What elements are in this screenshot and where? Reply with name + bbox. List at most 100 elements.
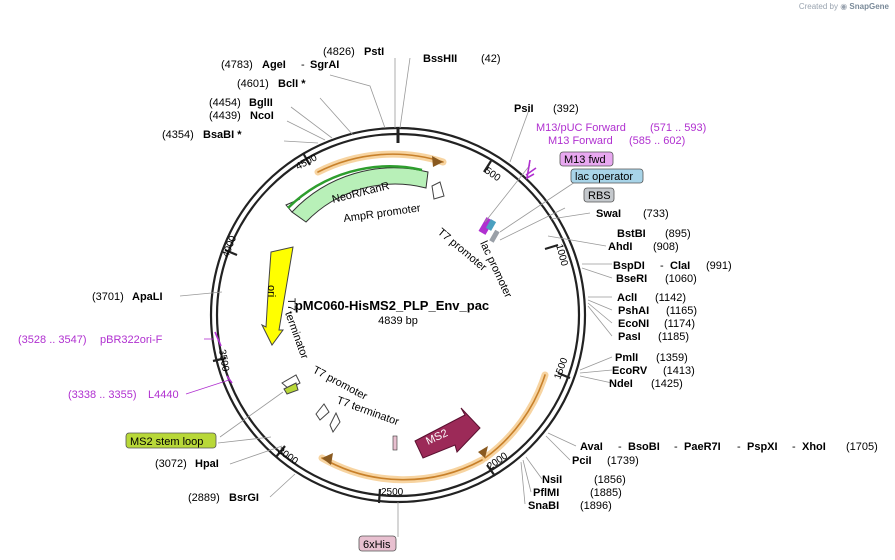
site-coord: (1185) bbox=[658, 331, 689, 343]
site-name: NsiI bbox=[542, 474, 562, 486]
site-coord: (1885) bbox=[590, 487, 622, 499]
primer-name: L4440 bbox=[148, 389, 179, 401]
primer-range: (585 .. 602) bbox=[629, 135, 685, 147]
primer-name: M13/pUC Forward bbox=[536, 122, 626, 134]
site-coord: (1425) bbox=[651, 378, 683, 390]
site-name: PaeR7I bbox=[684, 441, 721, 453]
ori-feature[interactable]: ori bbox=[260, 246, 294, 346]
site-name: NdeI bbox=[609, 378, 633, 390]
site-name: ClaI bbox=[670, 260, 690, 272]
site-name: BsaBI * bbox=[203, 129, 242, 141]
site-name: BsrGI bbox=[229, 492, 259, 504]
site-name: BstBI bbox=[617, 228, 646, 240]
site-sep: - bbox=[618, 441, 622, 453]
site-coord: (733) bbox=[643, 208, 669, 220]
site-coord: (4354) bbox=[162, 129, 194, 141]
site-sep: - bbox=[737, 441, 741, 453]
credit-prefix: Created by bbox=[798, 2, 838, 11]
site-name: EcoNI bbox=[618, 318, 649, 330]
site-coord: (1142) bbox=[655, 292, 686, 304]
site-coord: (42) bbox=[481, 53, 501, 65]
site-name: PshAI bbox=[618, 305, 649, 317]
tick-label-1000: 1000 bbox=[553, 243, 569, 268]
ori-label: ori bbox=[265, 285, 277, 297]
site-coord: (1359) bbox=[656, 352, 688, 364]
site-coord: (4439) bbox=[209, 110, 241, 122]
site-coord: (392) bbox=[553, 103, 579, 115]
site-name: AclI bbox=[617, 292, 637, 304]
site-name: PciI bbox=[572, 455, 592, 467]
boxed-labels: M13 fwd lac operator RBS MS2 stem loop 6… bbox=[125, 151, 644, 552]
orf-arrowhead-top bbox=[432, 156, 443, 167]
site-sep: - bbox=[674, 441, 678, 453]
site-coord: (2889) bbox=[188, 492, 220, 504]
site-coord: (895) bbox=[665, 228, 691, 240]
site-coord: (3701) bbox=[92, 291, 124, 303]
primer-range: (571 .. 593) bbox=[650, 122, 706, 134]
sites-right: BssHII (42) PsiI (392) SwaI (733) BstBI … bbox=[423, 53, 878, 512]
primer-range: (3338 .. 3355) bbox=[68, 389, 137, 401]
primer-name: pBR322ori-F bbox=[100, 334, 163, 346]
site-coord: (4826) bbox=[323, 46, 355, 58]
site-name: PstI bbox=[364, 46, 384, 58]
credit-brand: SnapGene bbox=[849, 2, 889, 11]
site-name: BssHII bbox=[423, 53, 457, 65]
tick-label-3500: 3500 bbox=[216, 349, 231, 373]
site-name: BglII bbox=[249, 97, 273, 109]
site-coord: (1174) bbox=[664, 318, 695, 330]
site-coord: (908) bbox=[653, 241, 679, 253]
site-coord: (1856) bbox=[594, 474, 626, 486]
plasmid-name: pMC060-HisMS2_PLP_Env_pac bbox=[295, 298, 489, 313]
site-name: SgrAI bbox=[310, 59, 339, 71]
site-coord: (1896) bbox=[580, 500, 612, 512]
leader-lines bbox=[179, 57, 613, 537]
t7-left-label: T7 bbox=[285, 298, 297, 311]
ms2-stem-loop-box-label: MS2 stem loop bbox=[130, 436, 203, 448]
terminator-left-label: terminator bbox=[282, 310, 310, 361]
site-coord: (1165) bbox=[666, 305, 697, 317]
plasmid-size: 4839 bp bbox=[378, 315, 418, 327]
site-name: EcoRV bbox=[612, 365, 648, 377]
site-name: PflMI bbox=[533, 487, 559, 499]
site-name: PsiI bbox=[514, 103, 534, 115]
ampr-promoter-label: AmpR promoter bbox=[343, 202, 422, 225]
site-name: SnaBI bbox=[528, 500, 559, 512]
site-name: HpaI bbox=[195, 458, 219, 470]
site-name: XhoI bbox=[802, 441, 826, 453]
site-coord: (4783) bbox=[221, 59, 253, 71]
site-name: PspXI bbox=[747, 441, 778, 453]
site-name: AgeI bbox=[262, 59, 286, 71]
snapgene-logo-icon: ◉ bbox=[840, 2, 848, 11]
site-sep: - bbox=[301, 59, 305, 71]
site-coord: (1739) bbox=[607, 455, 639, 467]
ms2-feature[interactable]: MS2 bbox=[414, 407, 481, 459]
site-coord: (1060) bbox=[665, 273, 697, 285]
primer-name: M13 Forward bbox=[548, 135, 613, 147]
t7-bottom-cluster[interactable]: T7 promoter T7 terminator bbox=[281, 364, 401, 434]
site-sep: - bbox=[660, 260, 664, 272]
t7-terminator-bottom-label: T7 terminator bbox=[335, 395, 401, 429]
m13-fwd-box-label: M13 fwd bbox=[564, 154, 606, 166]
site-name: SwaI bbox=[596, 208, 621, 220]
site-coord: (3072) bbox=[155, 458, 187, 470]
6xhis-box-label: 6xHis bbox=[363, 539, 391, 551]
site-name: PmlI bbox=[615, 352, 638, 364]
site-name: PasI bbox=[618, 331, 641, 343]
orf-arcs bbox=[314, 150, 549, 484]
primer-labels: M13/pUC Forward (571 .. 593) M13 Forward… bbox=[18, 122, 706, 401]
site-coord: (991) bbox=[706, 260, 732, 272]
site-name: ApaLI bbox=[132, 291, 163, 303]
site-coord: (1413) bbox=[663, 365, 695, 377]
site-name: AvaI bbox=[580, 441, 603, 453]
lac-cluster[interactable]: T7 promoter lac promoter bbox=[435, 217, 514, 300]
site-coord: (4454) bbox=[209, 97, 241, 109]
primer-markers bbox=[185, 159, 537, 395]
orf-arrowhead-bottom bbox=[322, 453, 333, 465]
site-name: AhdI bbox=[608, 241, 632, 253]
orf-arrowhead-right bbox=[478, 446, 488, 458]
site-name: NcoI bbox=[250, 110, 274, 122]
site-name: BsoBI bbox=[628, 441, 660, 453]
site-name: BspDI bbox=[613, 260, 645, 272]
primer-range: (3528 .. 3547) bbox=[18, 334, 87, 346]
